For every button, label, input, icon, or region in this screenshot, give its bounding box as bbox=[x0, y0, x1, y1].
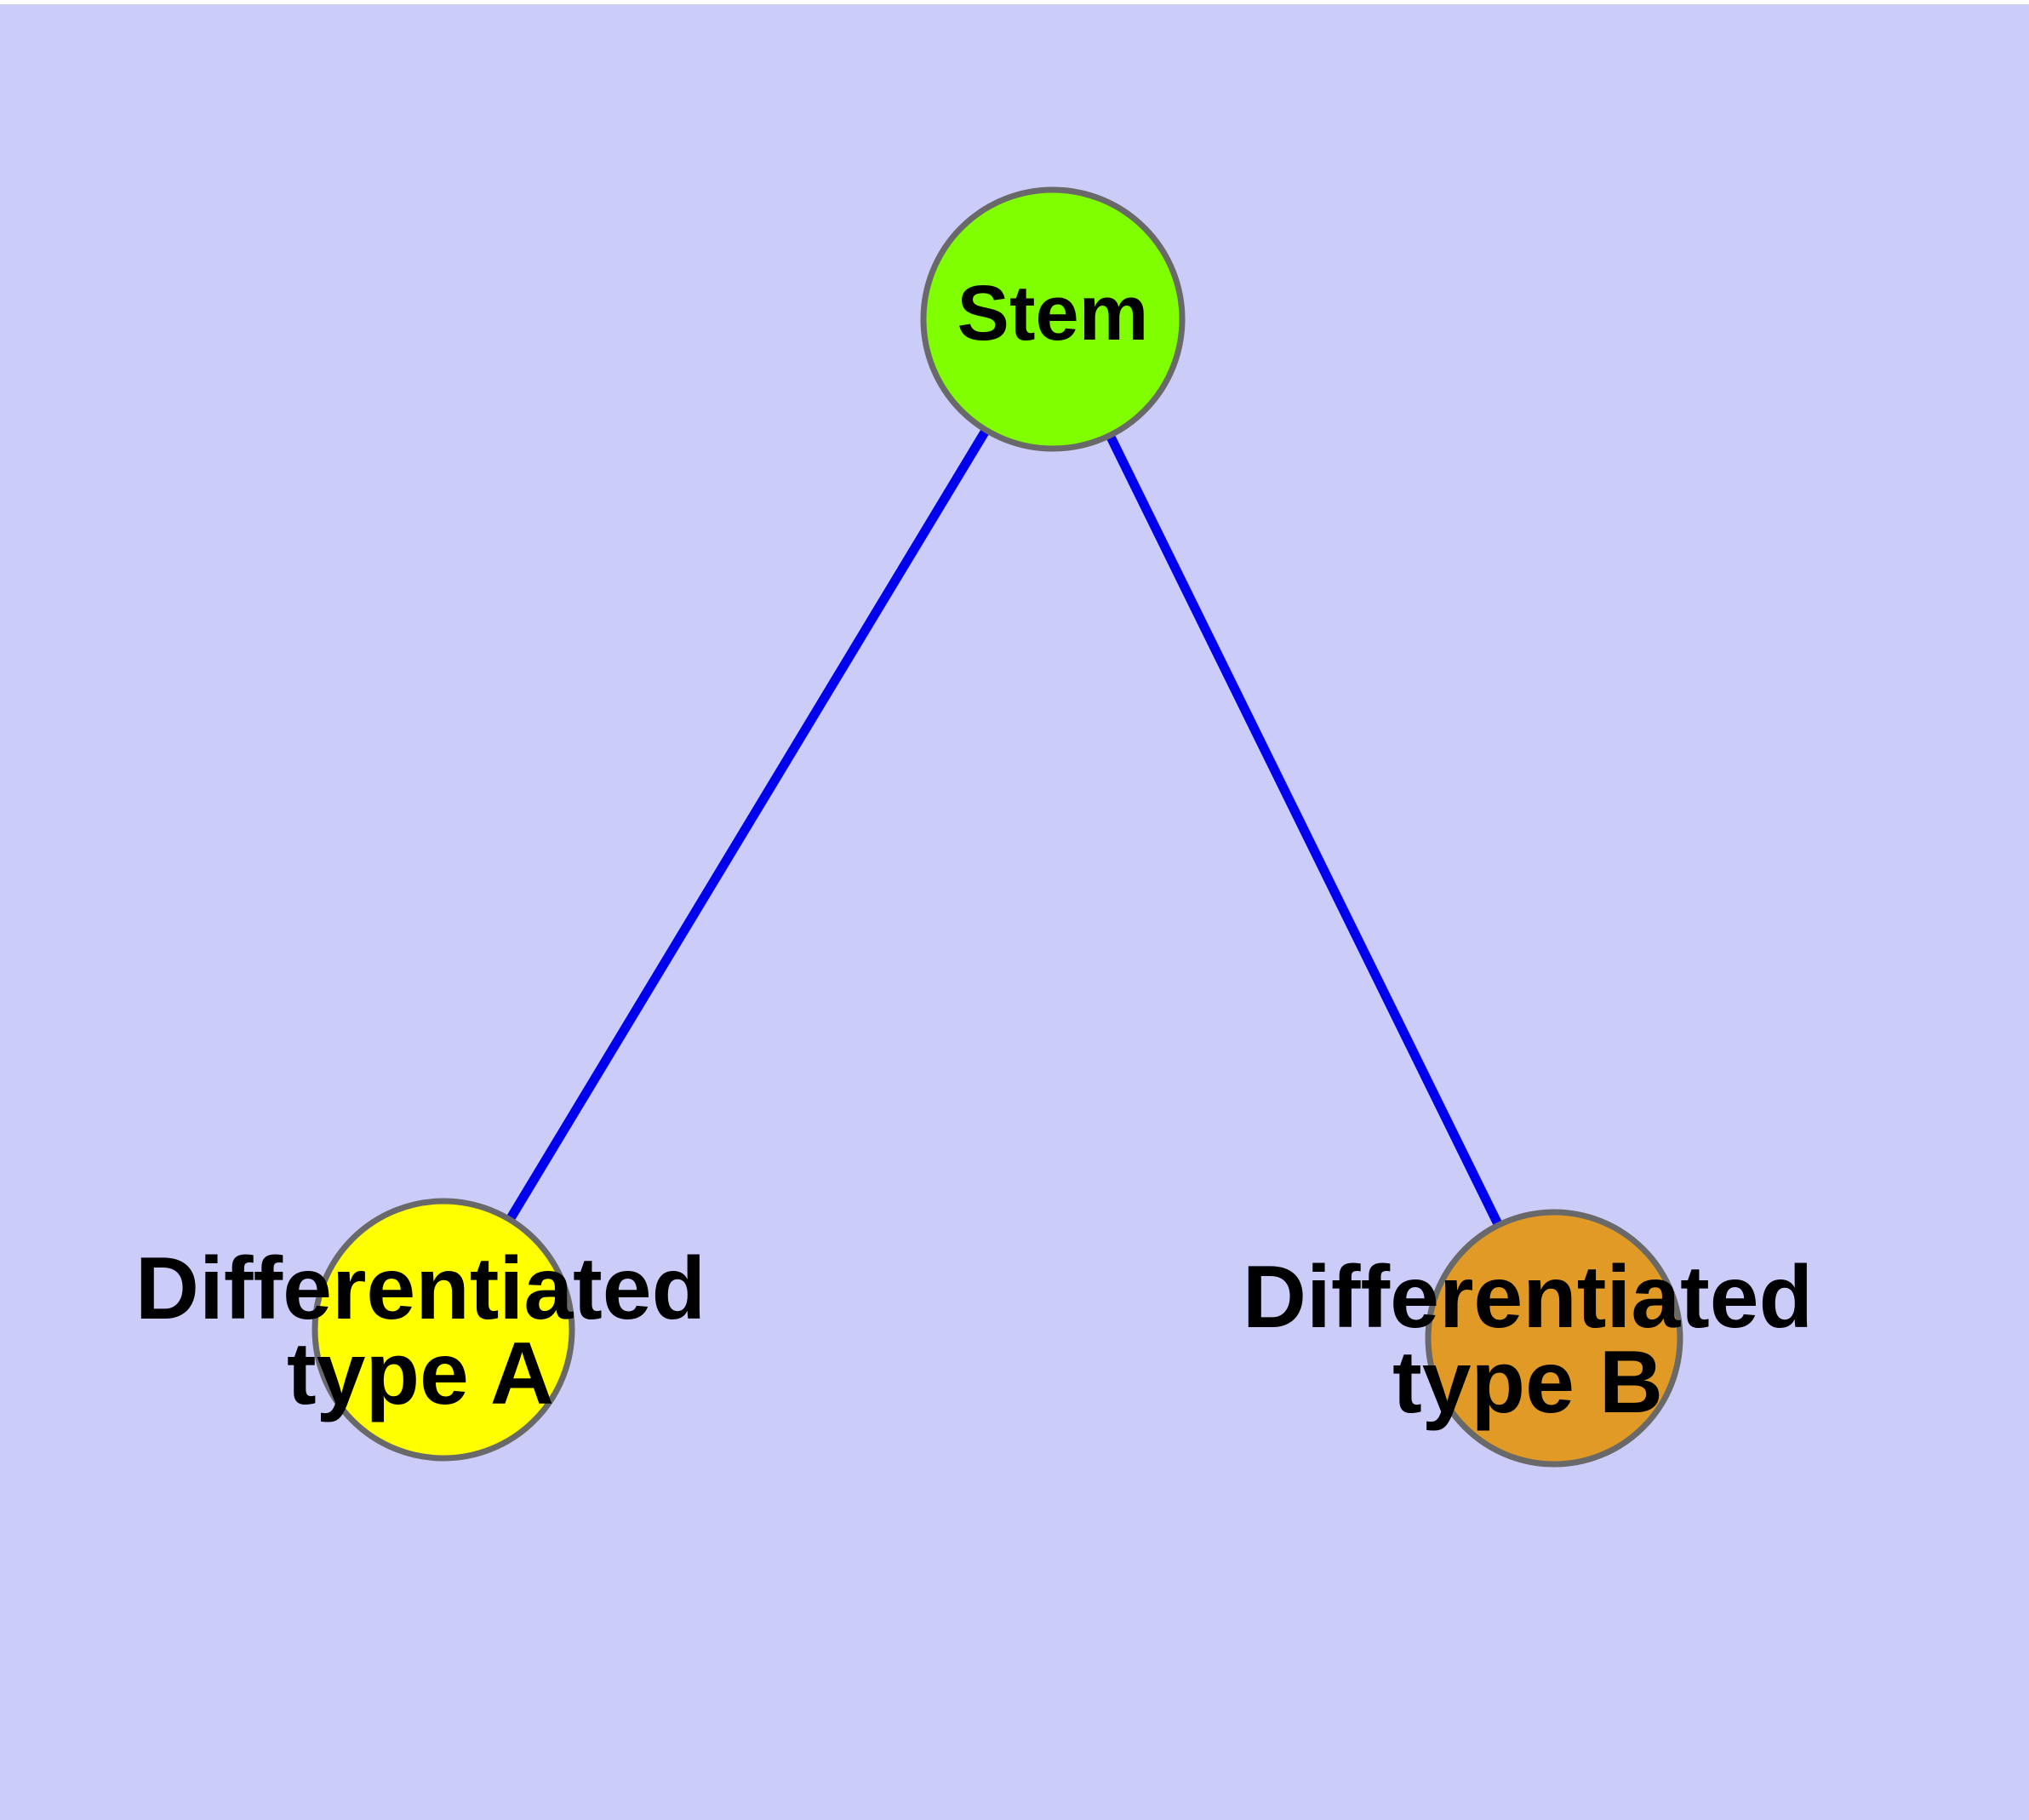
node-differentiated-type-a[interactable] bbox=[311, 1198, 575, 1462]
node-differentiated-type-a-circle[interactable] bbox=[311, 1198, 575, 1462]
edge-stem-to-differentiated-type-a[interactable] bbox=[439, 317, 1057, 1332]
node-stem-label: Stem bbox=[957, 270, 1149, 357]
node-stem[interactable] bbox=[920, 186, 1186, 452]
node-differentiated-type-b-circle[interactable] bbox=[1425, 1209, 1683, 1468]
node-stem-circle[interactable] bbox=[920, 186, 1186, 452]
edge-stem-to-differentiated-type-b[interactable] bbox=[1049, 317, 1558, 1341]
node-differentiated-type-b[interactable] bbox=[1425, 1209, 1683, 1468]
edge-layer bbox=[439, 317, 1558, 1341]
node-layer bbox=[311, 186, 1683, 1468]
